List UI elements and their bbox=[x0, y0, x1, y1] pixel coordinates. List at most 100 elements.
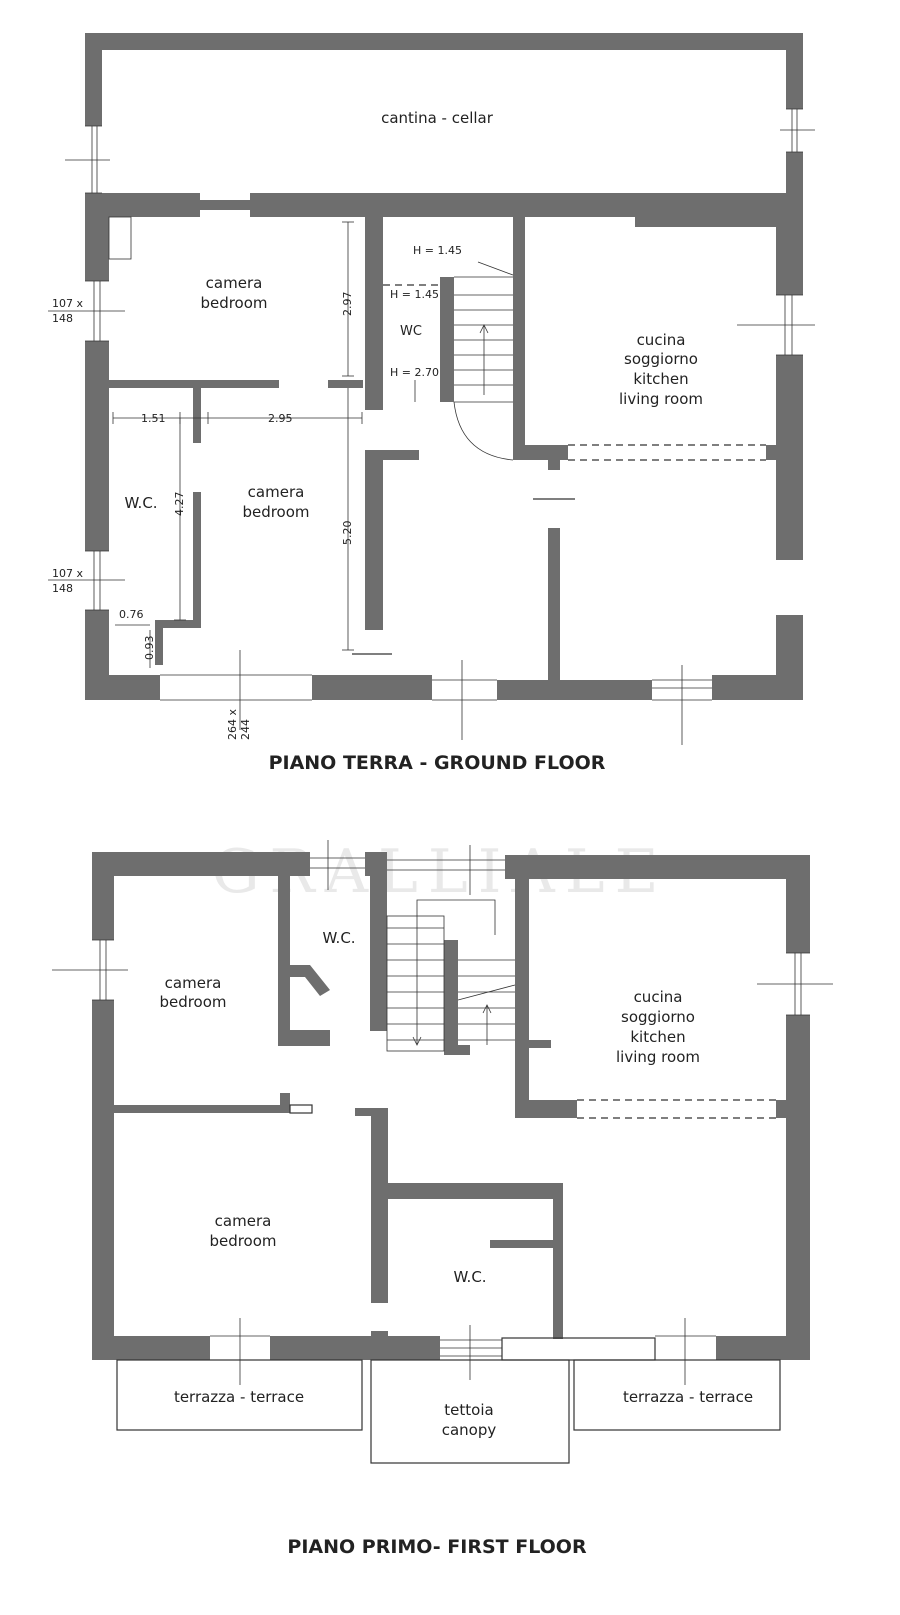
staircase bbox=[386, 899, 516, 1052]
wall bbox=[458, 1045, 470, 1055]
dimension-label: 0.76 bbox=[119, 608, 144, 621]
wall bbox=[85, 33, 102, 126]
wall bbox=[529, 1040, 551, 1048]
window bbox=[652, 665, 712, 745]
wall bbox=[553, 1199, 563, 1339]
wall bbox=[786, 855, 810, 953]
wall bbox=[85, 341, 109, 551]
wall bbox=[278, 876, 290, 1046]
wall bbox=[548, 445, 560, 470]
wall bbox=[515, 1100, 577, 1118]
wall bbox=[786, 1215, 810, 1360]
room-label: living room bbox=[619, 390, 703, 408]
dimension-label: 5.20 bbox=[341, 521, 354, 546]
dimension-label: 1.51 bbox=[141, 412, 166, 425]
wall bbox=[515, 876, 529, 1116]
wall bbox=[290, 965, 330, 996]
wall bbox=[712, 675, 803, 700]
wall bbox=[505, 855, 810, 879]
terrace-label: terrazza - terrace bbox=[174, 1388, 304, 1406]
wall bbox=[114, 1105, 289, 1113]
wall bbox=[92, 852, 310, 876]
wall bbox=[548, 528, 560, 683]
room-label: camera bbox=[248, 483, 305, 501]
room-label: bedroom bbox=[242, 503, 309, 521]
room-label: camera bbox=[206, 274, 263, 292]
wall bbox=[497, 680, 652, 700]
wall bbox=[716, 1336, 810, 1360]
canopy-label: canopy bbox=[442, 1421, 497, 1439]
wall bbox=[786, 1015, 810, 1215]
wall bbox=[155, 620, 163, 665]
height-label: H = 1.45 bbox=[390, 288, 439, 301]
wall bbox=[766, 445, 776, 460]
room-label: camera bbox=[165, 974, 222, 992]
room-label-wc: W.C. bbox=[322, 929, 355, 947]
wall bbox=[355, 1108, 385, 1116]
room-label-cellar: cantina - cellar bbox=[381, 109, 494, 127]
wall bbox=[280, 1093, 290, 1113]
window bbox=[52, 939, 128, 1001]
window bbox=[310, 840, 365, 890]
wall bbox=[388, 1183, 563, 1199]
room-label: bedroom bbox=[159, 993, 226, 1011]
wall bbox=[776, 355, 803, 560]
wall bbox=[193, 492, 201, 627]
window bbox=[737, 294, 815, 356]
room-label: kitchen bbox=[630, 1028, 685, 1046]
height-label: H = 1.45 bbox=[413, 244, 462, 257]
wall bbox=[371, 1108, 388, 1303]
wall bbox=[513, 217, 525, 460]
wall bbox=[85, 33, 803, 50]
window bbox=[780, 108, 815, 153]
wall bbox=[195, 200, 255, 210]
wall bbox=[365, 852, 387, 876]
height-label: H = 2.70 bbox=[390, 366, 439, 379]
wall bbox=[290, 1030, 330, 1046]
window bbox=[757, 952, 833, 1016]
ground-floor-title: PIANO TERRA - GROUND FLOOR bbox=[269, 752, 606, 774]
wall bbox=[193, 388, 201, 443]
room-label: soggiorno bbox=[624, 350, 698, 368]
first-floor-plan: camera bedroom W.C. cucina soggiorno kit… bbox=[52, 840, 833, 1558]
window bbox=[48, 280, 125, 342]
wall bbox=[85, 675, 160, 700]
room-label-wc: W.C. bbox=[124, 494, 157, 512]
dimension-label: 0.93 bbox=[143, 636, 156, 661]
window-size-label: 107 x bbox=[52, 297, 83, 310]
room-label: cucina bbox=[634, 988, 683, 1006]
wall bbox=[108, 216, 132, 260]
terrace-label: terrazza - terrace bbox=[623, 1388, 753, 1406]
room-label: kitchen bbox=[633, 370, 688, 388]
wall bbox=[440, 277, 454, 402]
wall bbox=[155, 620, 201, 628]
first-floor-title: PIANO PRIMO- FIRST FLOOR bbox=[287, 1536, 587, 1558]
door bbox=[432, 660, 497, 740]
wall bbox=[776, 1100, 786, 1118]
wall bbox=[365, 217, 383, 410]
window-size-label: 148 bbox=[52, 582, 73, 595]
dimension-label: 2.97 bbox=[341, 292, 354, 317]
room-label: bedroom bbox=[209, 1232, 276, 1250]
room-label: camera bbox=[215, 1212, 272, 1230]
window-size-label: 107 x bbox=[52, 567, 83, 580]
door-size-label: 244 bbox=[239, 719, 252, 740]
room-label-wc: WC bbox=[400, 324, 422, 339]
window-size-label: 148 bbox=[52, 312, 73, 325]
wall bbox=[92, 852, 114, 940]
room-label: cucina bbox=[637, 331, 686, 349]
ground-floor-plan: cantina - cellar camera bedroom camera b… bbox=[48, 33, 815, 774]
wall bbox=[371, 1331, 388, 1339]
room-label: soggiorno bbox=[621, 1008, 695, 1026]
wall bbox=[370, 876, 387, 1031]
door bbox=[210, 1318, 270, 1385]
wall bbox=[490, 1240, 553, 1248]
wall bbox=[786, 33, 803, 109]
wall bbox=[776, 193, 803, 295]
staircase bbox=[453, 261, 514, 461]
wall bbox=[289, 1104, 313, 1114]
window bbox=[65, 125, 110, 194]
room-label: bedroom bbox=[200, 294, 267, 312]
door bbox=[501, 1337, 656, 1361]
dimension-label: 4.27 bbox=[173, 492, 186, 517]
